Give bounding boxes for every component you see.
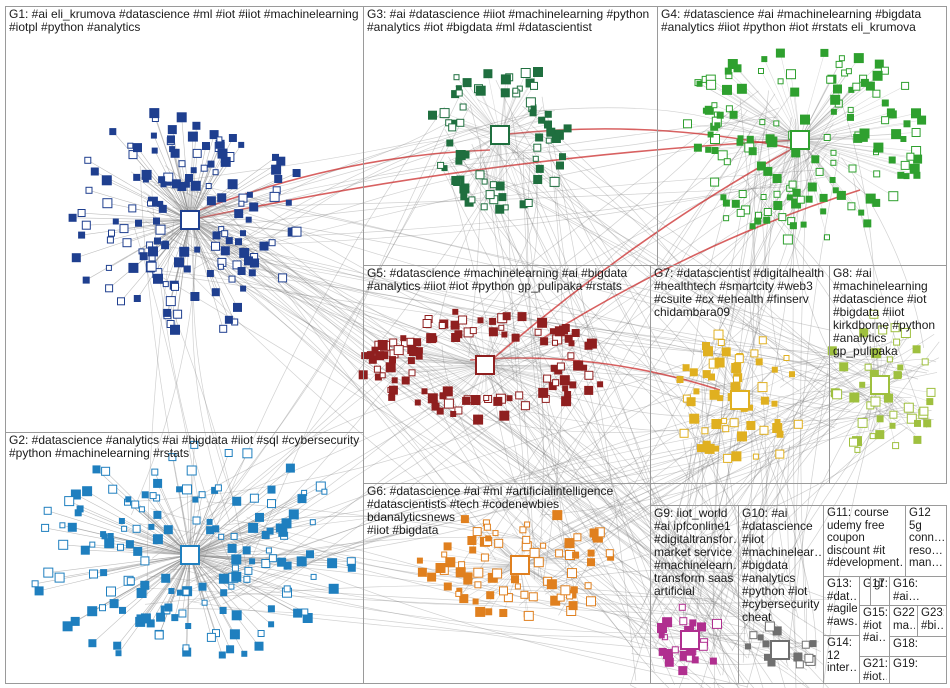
group-label-g18: G18: (893, 638, 944, 651)
group-label-g12: G12 5g conn… reso… man… (909, 507, 944, 570)
group-panel-g10: G10: #ai #datascience #iiot #machinelear… (738, 505, 824, 684)
group-panel-g3: G3: #ai #datascience #iiot #machinelearn… (363, 6, 658, 266)
group-panel-g6: G6: #datascience #ai #ml #artificialinte… (363, 483, 651, 684)
group-label-g10: G10: #ai #datascience #iiot #machinelear… (742, 507, 821, 624)
group-label-g5: G5: #datascience #machinelearning #ai #b… (367, 267, 648, 293)
group-label-g22: G22: ma… (893, 607, 915, 632)
group-panel-g21: G21: #iot… (859, 656, 890, 684)
group-panel-gt: gt (870, 576, 890, 606)
group-panel-g8: G8: #ai #machinelearning #datascience #i… (829, 265, 947, 484)
group-label-gt: gt (874, 578, 887, 591)
group-panel-g2: G2: #datascience #analytics #ai #bigdata… (5, 432, 364, 684)
group-label-g8: G8: #ai #machinelearning #datascience #i… (833, 267, 944, 358)
group-label-g16: G16: #ai… (893, 578, 944, 603)
group-panel-g18: G18: (889, 636, 947, 657)
group-label-g19: G19: (893, 658, 944, 671)
group-label-g6: G6: #datascience #ai #ml #artificialinte… (367, 485, 648, 537)
group-label-g4: G4: #datascience #ai #machinelearning #b… (661, 8, 944, 34)
group-label-g1: G1: #ai eli_krumova #datascience #ml #io… (9, 8, 361, 34)
group-panel-g5: G5: #datascience #machinelearning #ai #b… (363, 265, 651, 484)
group-panel-g7: G7: #datascientist #digitalhealth #healt… (650, 265, 830, 484)
group-label-g7: G7: #datascientist #digitalhealth #healt… (654, 267, 827, 319)
group-label-g23: G23: #bi… (921, 607, 944, 632)
group-label-g11: G11: course udemy free coupon discount #… (827, 507, 903, 570)
group-label-g14: G14: 12 inter… (827, 637, 857, 675)
group-label-g15: G15: #iot #ai… (863, 607, 887, 645)
group-panel-g12: G12 5g conn… reso… man… (905, 505, 947, 577)
group-label-g13: G13: #dat… #agile #aws… (827, 578, 857, 628)
group-label-g21: G21: #iot… (863, 658, 887, 683)
group-panel-g22: G22: ma… (889, 605, 918, 637)
group-panel-g23: G23: #bi… (917, 605, 947, 637)
group-panel-g1: G1: #ai eli_krumova #datascience #ml #io… (5, 6, 364, 433)
group-panel-g9: G9: iiot_world #ai ipfconline1 #digitalt… (650, 505, 739, 684)
group-label-g9: G9: iiot_world #ai ipfconline1 #digitalt… (654, 507, 736, 598)
group-label-g3: G3: #ai #datascience #iiot #machinelearn… (367, 8, 655, 34)
group-panel-g14: G14: 12 inter… (823, 635, 860, 684)
group-panel-g13: G13: #dat… #agile #aws… (823, 576, 860, 636)
group-panel-g11: G11: course udemy free coupon discount #… (823, 505, 906, 577)
group-panel-g19: G19: (889, 656, 947, 684)
group-panel-g4: G4: #datascience #ai #machinelearning #b… (657, 6, 947, 266)
group-label-g2: G2: #datascience #analytics #ai #bigdata… (9, 434, 361, 460)
group-panel-g16: G16: #ai… (889, 576, 947, 606)
group-panel-g15: G15: #iot #ai… (859, 605, 890, 657)
